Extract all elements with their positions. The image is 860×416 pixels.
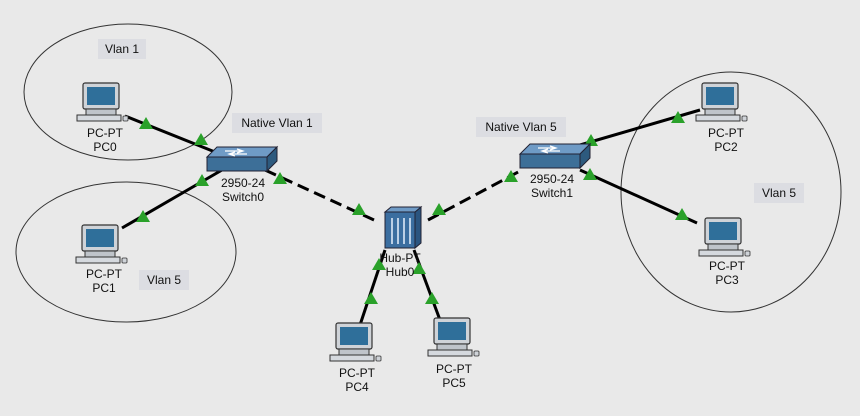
link-up-indicator <box>671 111 685 123</box>
pc3-computer-icon[interactable] <box>698 217 751 257</box>
vlan5-right-region <box>620 71 842 313</box>
link-up-indicator <box>352 203 366 215</box>
pc5-name-label: PC5 <box>442 376 466 390</box>
link-up-indicator <box>139 117 153 129</box>
vlan5-left-label: Vlan 5 <box>147 273 181 287</box>
vlan5-right-label-bg <box>754 183 804 203</box>
link-switch1-pc3[interactable] <box>579 168 698 225</box>
pc0-model-label: PC-PT <box>87 126 124 140</box>
link-up-indicator <box>425 292 439 304</box>
vlan1-left-region <box>23 23 233 161</box>
link-up-indicator <box>136 210 150 222</box>
link-up-indicator <box>194 133 208 145</box>
pc4-name-label: PC4 <box>345 380 369 394</box>
link-up-indicator <box>195 174 209 186</box>
pc3-model-label: PC-PT <box>709 259 746 273</box>
vlan5-left-region <box>15 181 237 323</box>
pc5-computer-icon[interactable] <box>427 317 480 357</box>
native-vlan-right-label-bg <box>476 117 566 137</box>
pc2-model-label: PC-PT <box>708 126 745 140</box>
pc1-computer-icon[interactable] <box>75 224 128 264</box>
hub0-hub-icon[interactable] <box>384 206 422 249</box>
link-pc0-switch0[interactable] <box>124 114 216 154</box>
link-up-indicator <box>432 203 446 215</box>
hub0-name-label: Hub0 <box>386 265 415 279</box>
hub0-model-label: Hub-PT <box>379 251 421 265</box>
switch0-name-label: Switch0 <box>222 190 264 204</box>
link-hub0-pc5[interactable] <box>412 249 442 321</box>
vlan1-left-label: Vlan 1 <box>105 42 139 56</box>
vlan5-right-label: Vlan 5 <box>762 186 796 200</box>
link-up-indicator <box>584 134 598 146</box>
pc1-model-label: PC-PT <box>86 267 123 281</box>
link-up-indicator <box>675 208 689 220</box>
switch0-switch-icon[interactable] <box>206 146 278 172</box>
link-switch1-pc2[interactable] <box>579 108 701 147</box>
native-vlan-left-label: Native Vlan 1 <box>241 116 313 130</box>
pc3-name-label: PC3 <box>715 273 739 287</box>
link-up-indicator <box>504 170 518 182</box>
link-pc1-switch0[interactable] <box>121 168 223 230</box>
pc0-computer-icon[interactable] <box>76 82 129 122</box>
link-status-markers <box>136 111 689 304</box>
pc5-model-label: PC-PT <box>436 362 473 376</box>
native-vlan-left-label-bg <box>232 113 322 133</box>
pc0-name-label: PC0 <box>93 140 117 154</box>
switch0-model-label: 2950-24 <box>221 176 265 190</box>
vlan1-left-label-bg <box>98 39 146 59</box>
pc4-computer-icon[interactable] <box>329 322 382 362</box>
vlan5-left-label-bg <box>139 270 189 290</box>
link-up-indicator <box>364 292 378 304</box>
native-vlan-right-label: Native Vlan 5 <box>485 120 557 134</box>
link-up-indicator <box>412 262 426 274</box>
link-up-indicator <box>273 172 287 184</box>
pc2-name-label: PC2 <box>714 140 738 154</box>
switch1-switch-icon[interactable] <box>519 143 591 169</box>
switch1-model-label: 2950-24 <box>530 172 574 186</box>
switch1-name-label: Switch1 <box>531 186 573 200</box>
pc4-model-label: PC-PT <box>339 366 376 380</box>
link-up-indicator <box>372 258 386 270</box>
pc1-name-label: PC1 <box>92 281 116 295</box>
link-up-indicator <box>583 168 597 180</box>
pc2-computer-icon[interactable] <box>695 82 748 122</box>
